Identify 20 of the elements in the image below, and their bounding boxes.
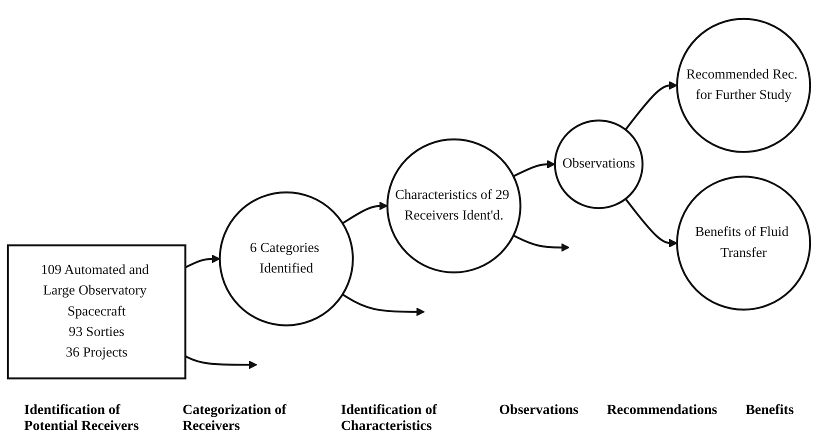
- node-box: 109 Automated and Large Observatory Spacecraft 93 Sorties 36 Projects: [6, 244, 186, 380]
- arrow: [513, 160, 556, 178]
- node-circle: Characteristics of 29 Receivers Ident'd.: [386, 138, 522, 274]
- stage-label: Recommendations: [606, 403, 718, 420]
- node-circle: 6 Categories Identified: [218, 192, 354, 327]
- node-circle: Observations: [554, 120, 644, 210]
- arrow: [513, 234, 570, 252]
- node-circle: Benefits of Fluid Transfer: [676, 176, 812, 311]
- stage-label: Observations: [499, 403, 578, 420]
- stage-label: Identification of Characteristics: [340, 403, 438, 435]
- arrow: [342, 294, 425, 316]
- arrow: [184, 254, 220, 269]
- arrow: [624, 198, 678, 248]
- arrow: [184, 356, 258, 370]
- arrow: [342, 202, 388, 224]
- stage-label: Categorization of Receivers: [182, 403, 288, 435]
- node-circle: Recommended Rec. for Further Study: [676, 18, 812, 154]
- stage-label: Benefits: [746, 403, 794, 420]
- stage-label: Identification of Potential Receivers: [24, 403, 140, 435]
- arrow: [624, 81, 678, 130]
